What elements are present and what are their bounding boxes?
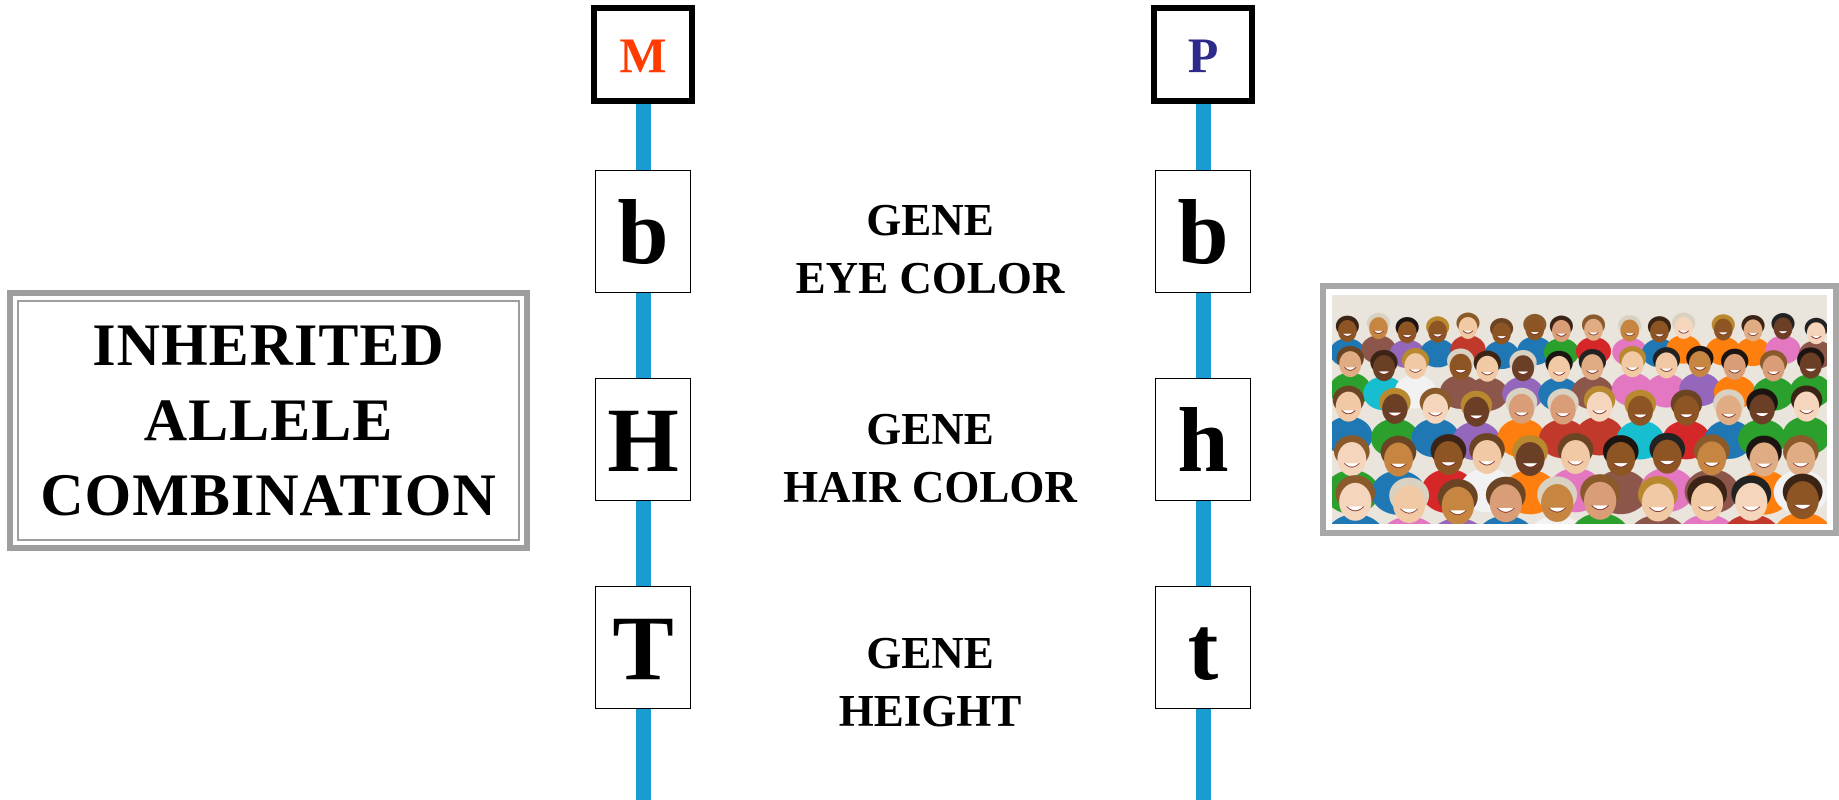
paternal-allele-height: t bbox=[1155, 586, 1251, 709]
gene-label-hair-color-line1: GENE bbox=[866, 404, 994, 454]
paternal-label: P bbox=[1151, 5, 1255, 104]
person-figure bbox=[1682, 475, 1732, 524]
maternal-allele-eye-color: b bbox=[595, 170, 691, 293]
person-figure bbox=[1534, 476, 1581, 524]
paternal-allele-eye-color: b bbox=[1155, 170, 1251, 293]
crowd-illustration bbox=[1332, 312, 1827, 524]
person-figure bbox=[1798, 317, 1827, 369]
crowd-photo bbox=[1332, 295, 1827, 524]
person-figure bbox=[1517, 313, 1553, 366]
person-figure bbox=[1727, 475, 1776, 524]
gene-label-eye-color: GENE EYE COLOR bbox=[700, 191, 1160, 307]
person-figure bbox=[1645, 347, 1688, 408]
person-figure bbox=[1332, 475, 1380, 524]
person-figure bbox=[1387, 477, 1432, 524]
person-figure bbox=[1776, 473, 1827, 524]
gene-label-height-line1: GENE bbox=[866, 628, 994, 678]
title-line-3: COMBINATION bbox=[40, 462, 497, 528]
maternal-allele-hair-color: H bbox=[595, 378, 691, 501]
title-inner-frame: INHERITED ALLELE COMBINATION bbox=[17, 300, 520, 541]
photo-frame bbox=[1320, 283, 1839, 536]
person-figure bbox=[1437, 479, 1478, 524]
title-box: INHERITED ALLELE COMBINATION bbox=[7, 290, 530, 551]
gene-label-eye-color-line1: GENE bbox=[866, 195, 994, 245]
maternal-label: M bbox=[591, 5, 695, 104]
maternal-chromosome: M b H T bbox=[591, 5, 695, 800]
paternal-chromosome: P b h t bbox=[1151, 5, 1255, 800]
title-line-2: ALLELE bbox=[143, 387, 394, 453]
gene-label-height-line2: HEIGHT bbox=[838, 686, 1022, 736]
person-figure bbox=[1482, 476, 1529, 524]
gene-label-hair-color-line2: HAIR COLOR bbox=[783, 462, 1077, 512]
person-figure bbox=[1574, 474, 1626, 524]
person-figure bbox=[1679, 345, 1721, 407]
maternal-allele-height: T bbox=[595, 586, 691, 709]
paternal-allele-hair-color: h bbox=[1155, 378, 1251, 501]
gene-label-eye-color-line2: EYE COLOR bbox=[795, 253, 1065, 303]
gene-label-hair-color: GENE HAIR COLOR bbox=[700, 400, 1160, 516]
gene-label-height: GENE HEIGHT bbox=[700, 624, 1160, 740]
person-figure bbox=[1634, 475, 1682, 524]
title-line-1: INHERITED bbox=[92, 312, 445, 378]
